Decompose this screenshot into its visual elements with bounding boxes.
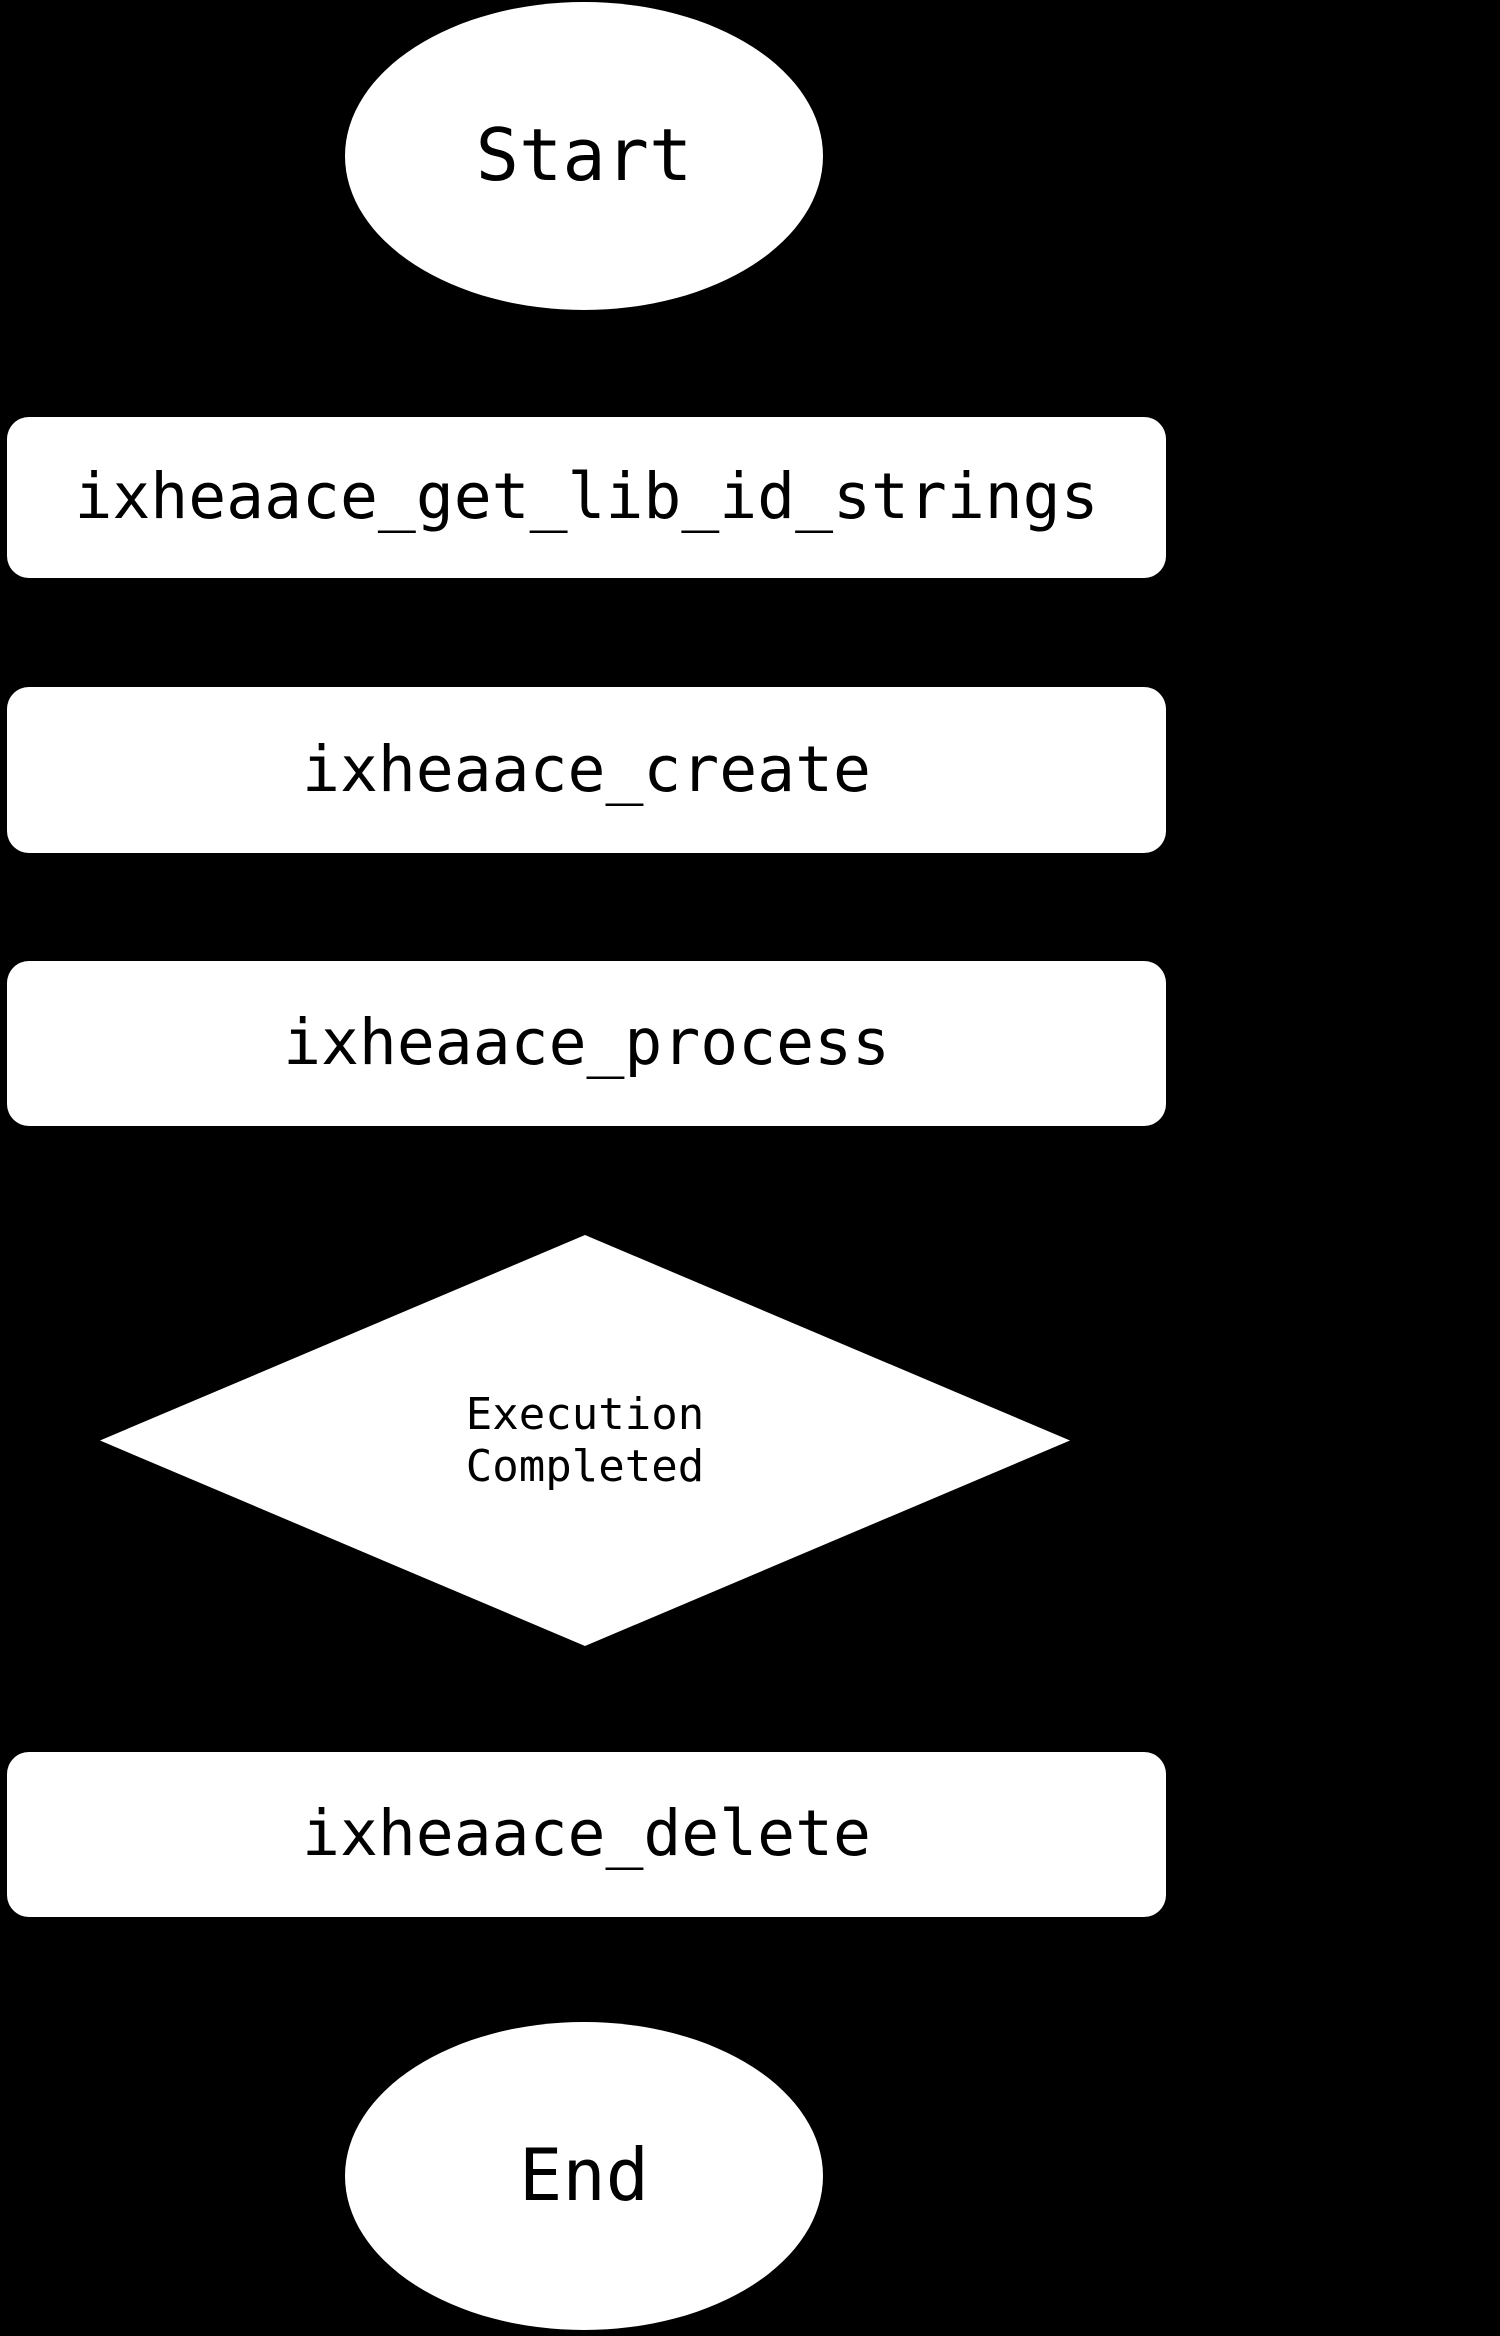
flow-node-delete[interactable]: ixheaace_delete xyxy=(7,1752,1166,1917)
flow-node-end-label: End xyxy=(518,2133,650,2218)
flow-node-create-label: ixheaace_create xyxy=(302,732,871,806)
flow-node-get-lib-id-strings[interactable]: ixheaace_get_lib_id_strings xyxy=(7,417,1166,578)
flow-node-start[interactable]: Start xyxy=(345,2,823,310)
flow-node-create[interactable]: ixheaace_create xyxy=(7,687,1166,853)
flow-node-execution-completed-label: Execution Completed xyxy=(465,1388,705,1492)
flow-node-end[interactable]: End xyxy=(345,2022,823,2330)
flow-node-process-label: ixheaace_process xyxy=(283,1006,890,1080)
flow-node-execution-completed[interactable]: Execution Completed xyxy=(100,1235,1070,1646)
flow-node-delete-label: ixheaace_delete xyxy=(302,1797,871,1871)
flow-node-start-label: Start xyxy=(475,113,693,198)
diamond-icon xyxy=(100,1235,1070,1646)
flow-node-get-lib-id-strings-label: ixheaace_get_lib_id_strings xyxy=(74,460,1099,534)
flow-node-process[interactable]: ixheaace_process xyxy=(7,961,1166,1126)
